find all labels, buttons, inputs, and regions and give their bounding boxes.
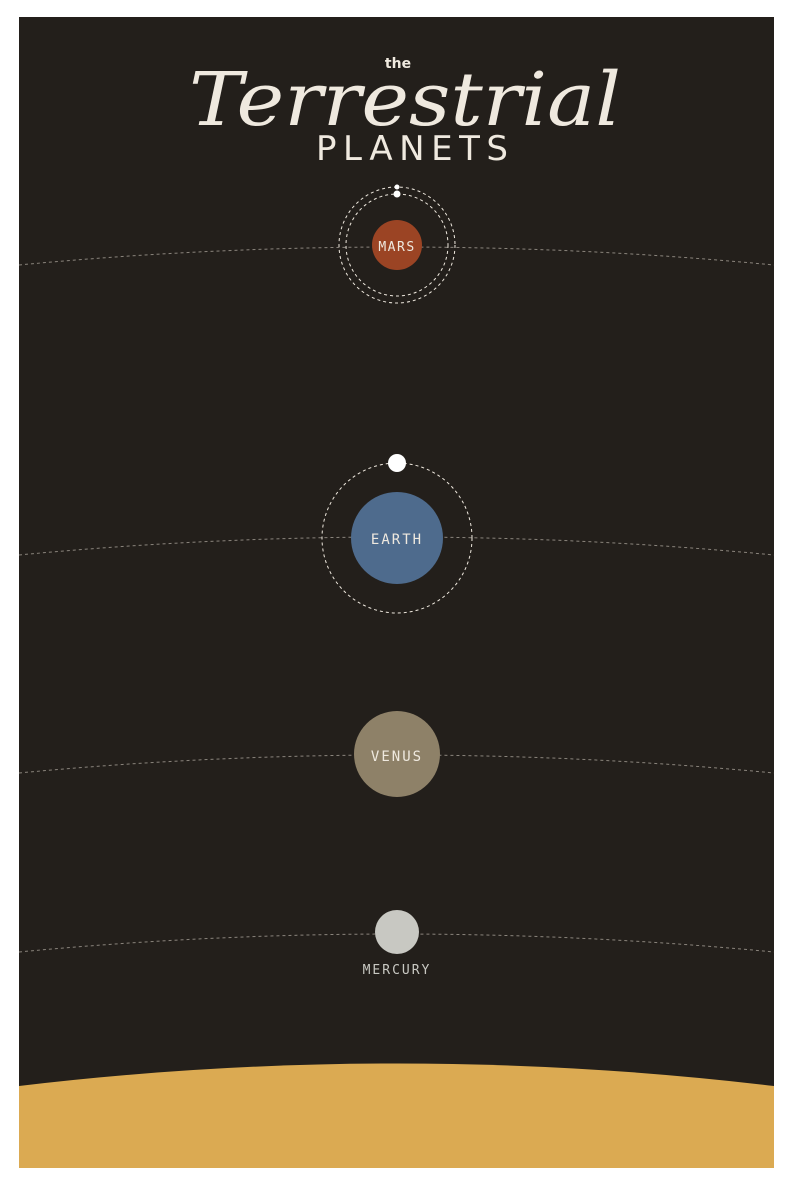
mercury-system: MERCURY — [363, 910, 432, 978]
mars-system: MARS — [338, 184, 456, 304]
title-article: the — [385, 56, 411, 72]
poster: the Terrestrial PLANETS MARS EARTH VENUS — [19, 17, 774, 1168]
earth-system: EARTH — [321, 454, 473, 614]
mars-moon-phobos — [393, 190, 401, 198]
venus-system: VENUS — [354, 711, 440, 797]
mercury-label: MERCURY — [363, 963, 432, 978]
venus-label: VENUS — [371, 749, 423, 765]
venus-planet — [354, 711, 440, 797]
earth-planet — [351, 492, 443, 584]
mercury-planet — [375, 910, 419, 954]
earth-label: EARTH — [371, 532, 423, 548]
title-sub: PLANETS — [316, 129, 508, 169]
sun-surface — [19, 1063, 774, 1168]
title-main: Terrestrial — [189, 57, 621, 143]
mars-moon-deimos — [394, 184, 400, 190]
earth-moon-orbit — [321, 462, 473, 614]
mars-moon-orbit-inner — [345, 193, 449, 297]
poster-artwork: the Terrestrial PLANETS MARS EARTH VENUS — [19, 17, 774, 1168]
space-background — [19, 17, 774, 1168]
mars-planet — [372, 220, 422, 270]
mars-label: MARS — [378, 240, 415, 255]
earth-moon — [388, 454, 406, 472]
